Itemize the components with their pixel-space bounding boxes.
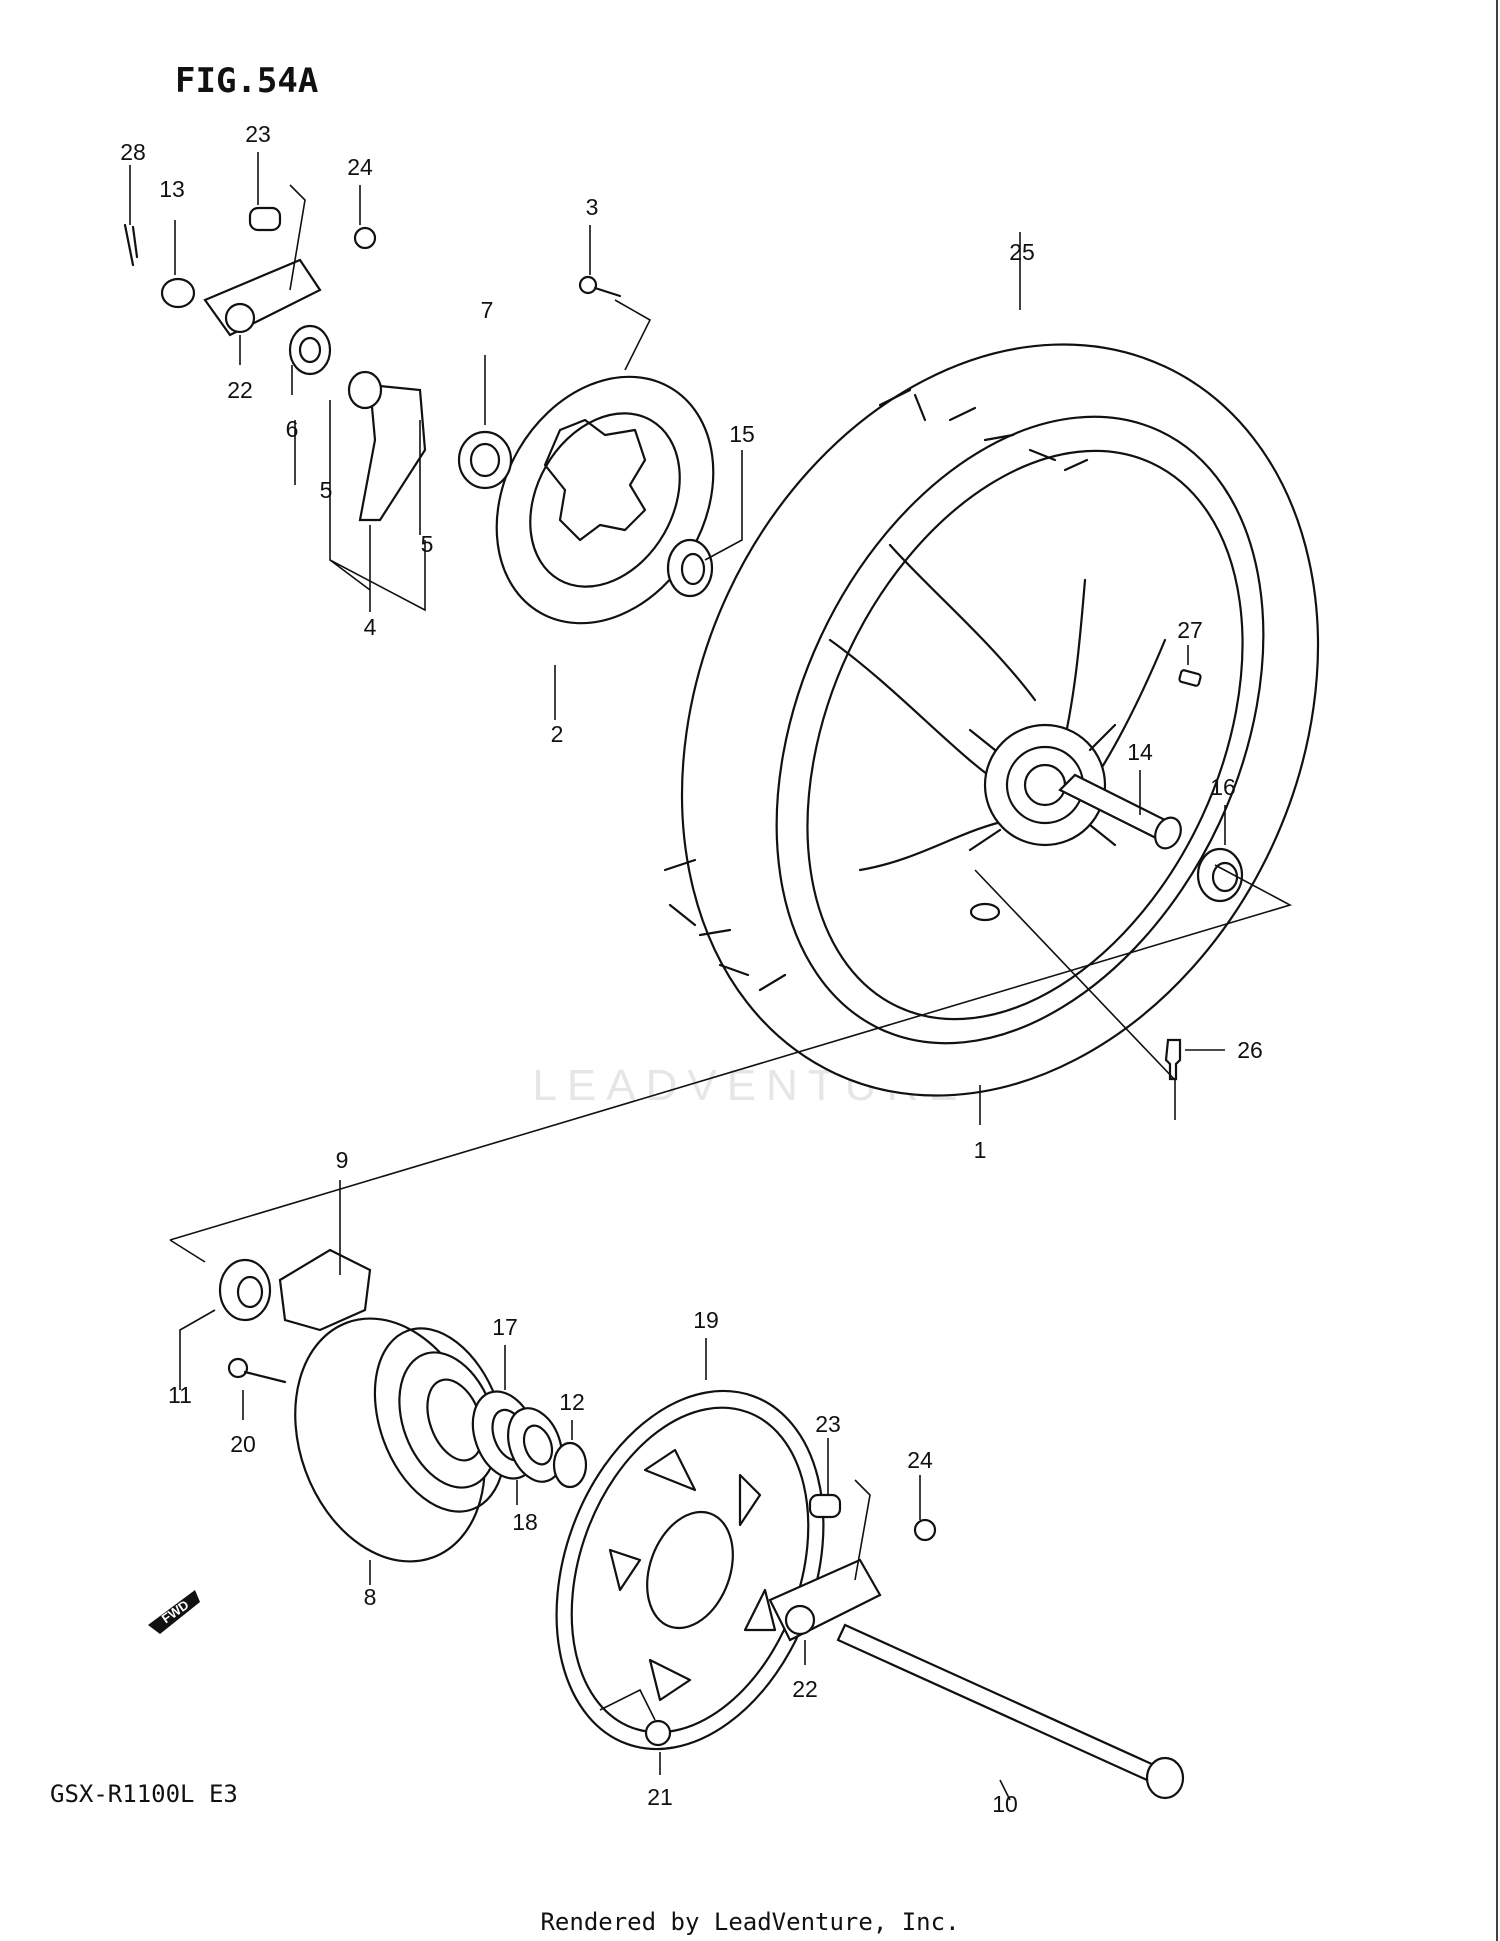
callout-17: 17 — [492, 1314, 518, 1340]
callout-24b: 24 — [907, 1447, 933, 1473]
hub-bolt — [227, 1357, 287, 1384]
tire-valve — [1164, 1038, 1182, 1081]
callout-9: 9 — [336, 1147, 349, 1173]
callout-15: 15 — [729, 421, 755, 447]
callout-4: 4 — [364, 614, 377, 640]
callout-14: 14 — [1127, 739, 1153, 765]
callout-10: 10 — [992, 1791, 1018, 1817]
callout-6: 6 — [286, 416, 299, 442]
hub-spacer — [218, 1258, 272, 1322]
callout-22a: 22 — [227, 377, 253, 403]
leader-lines — [129, 152, 1226, 1801]
chain-adjuster-right — [768, 1558, 882, 1642]
hub-damper — [278, 1248, 372, 1332]
chain-adjuster-left — [203, 258, 322, 337]
callout-5b: 5 — [421, 531, 434, 557]
rear-sprocket — [555, 1389, 825, 1751]
torque-link — [347, 370, 427, 522]
wheel-bearing-left — [666, 538, 714, 598]
rear-wheel-tire — [663, 343, 1320, 1097]
fwd-arrow-icon: FWD — [148, 1590, 200, 1634]
cotter-pin — [123, 223, 139, 267]
circlip-right — [913, 1518, 937, 1542]
rear-axle — [836, 1623, 1185, 1800]
model-code: GSX-R1100L E3 — [50, 1780, 238, 1808]
sprocket-nut — [644, 1719, 672, 1747]
callout-16: 16 — [1210, 774, 1236, 800]
brake-disc — [495, 375, 715, 625]
callout-28: 28 — [120, 139, 146, 165]
footer-credit: Rendered by LeadVenture, Inc. — [540, 1908, 959, 1936]
adjuster-bolt-right — [808, 1493, 842, 1519]
callout-19: 19 — [693, 1307, 719, 1333]
callout-13: 13 — [159, 176, 185, 202]
collar-right — [457, 430, 513, 490]
callout-21: 21 — [647, 1784, 673, 1810]
circlip-left — [353, 226, 377, 250]
callout-27: 27 — [1177, 617, 1203, 643]
callout-23a: 23 — [245, 121, 271, 147]
callout-8: 8 — [364, 1584, 377, 1610]
wheel-bearing-right — [1196, 847, 1244, 903]
callout-11: 11 — [168, 1382, 192, 1408]
callout-18: 18 — [512, 1509, 538, 1535]
oil-seal — [507, 1407, 563, 1483]
callout-24a: 24 — [347, 154, 373, 180]
callout-1: 1 — [974, 1137, 987, 1163]
collar — [288, 324, 332, 376]
callout-3: 3 — [586, 194, 599, 220]
callout-23b: 23 — [815, 1411, 841, 1437]
callout-labels: 1 2 3 4 5 5 6 7 8 9 10 11 12 13 14 15 16… — [120, 121, 1263, 1817]
axle-nut — [160, 277, 196, 309]
callout-2: 2 — [551, 721, 564, 747]
adjuster-bolt-left — [248, 206, 282, 232]
rear-sprocket-hub — [294, 1317, 507, 1563]
callout-25: 25 — [1009, 239, 1035, 265]
hub-collar — [552, 1441, 588, 1489]
callout-5a: 5 — [320, 477, 333, 503]
callout-20: 20 — [230, 1431, 256, 1457]
callout-26: 26 — [1237, 1037, 1263, 1063]
disc-bolt — [578, 275, 622, 298]
callout-22b: 22 — [792, 1676, 818, 1702]
callout-7: 7 — [481, 297, 494, 323]
figure-title: FIG.54A — [175, 61, 318, 101]
callout-12: 12 — [559, 1389, 585, 1415]
